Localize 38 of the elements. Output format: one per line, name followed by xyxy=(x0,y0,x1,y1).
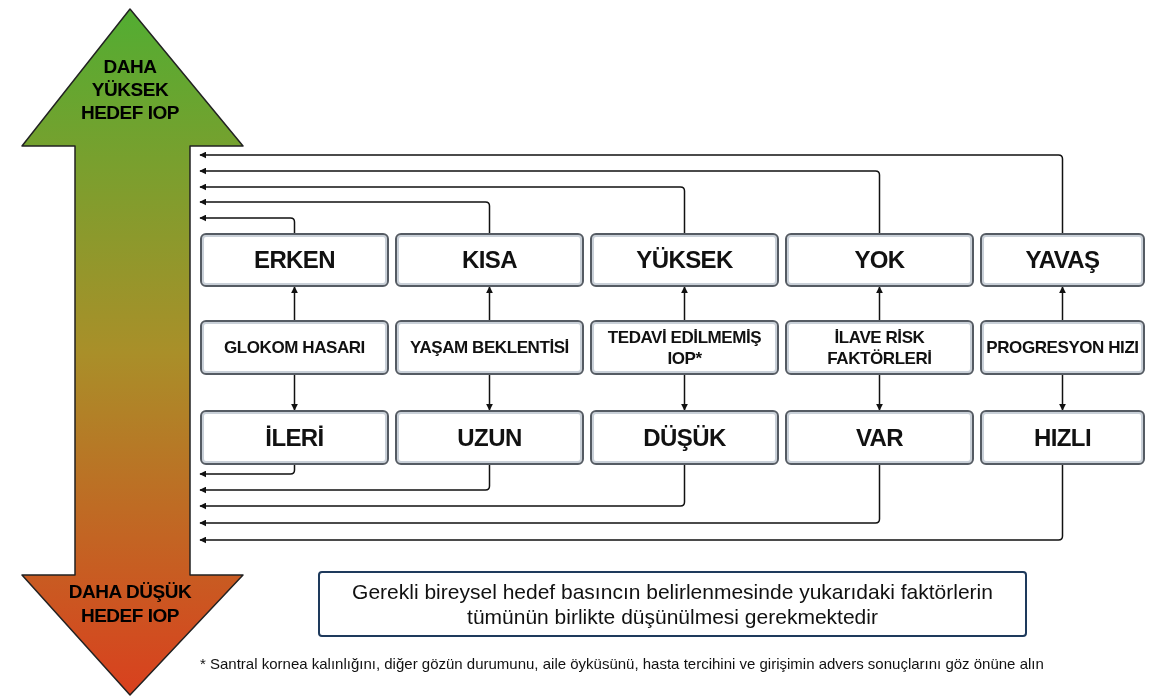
arrow xyxy=(199,151,1064,234)
arrow xyxy=(876,374,883,411)
factor-box: İLERİ xyxy=(200,410,389,465)
factor-box: YÜKSEK xyxy=(590,233,779,287)
factor-box: YAŞAM BEKLENTİSİ xyxy=(395,320,584,375)
arrow xyxy=(199,464,491,494)
factor-box: YAVAŞ xyxy=(980,233,1145,287)
arrow xyxy=(199,464,881,527)
arrow xyxy=(1059,374,1066,411)
arrow xyxy=(291,286,298,321)
arrow xyxy=(199,167,881,234)
arrow xyxy=(199,183,686,234)
factor-box: GLOKOM HASARI xyxy=(200,320,389,375)
note-box: Gerekli bireysel hedef basıncın belirlenmesinde yukarıdaki faktörlerin tümünün birlikte düşünülmesi gerekmektedir xyxy=(318,571,1027,637)
factor-box: KISA xyxy=(395,233,584,287)
factor-box: VAR xyxy=(785,410,974,465)
arrow xyxy=(486,286,493,321)
factor-box: PROGRESYON HIZI xyxy=(980,320,1145,375)
arrow xyxy=(199,464,1064,544)
arrow-label: DAHA YÜKSEK HEDEF IOP xyxy=(80,55,180,124)
footnote: * Santral kornea kalınlığını, diğer gözün durumunu, aile öyküsünü, hasta tercihini ve girişimin advers sonuçlarını göz önüne alın xyxy=(200,655,1045,672)
arrow xyxy=(199,464,296,478)
factor-box: İLAVE RİSK FAKTÖRLERİ xyxy=(785,320,974,375)
arrow xyxy=(876,286,883,321)
factor-box: YOK xyxy=(785,233,974,287)
factor-box: ERKEN xyxy=(200,233,389,287)
factor-box: UZUN xyxy=(395,410,584,465)
arrow xyxy=(681,286,688,321)
factor-box: HIZLI xyxy=(980,410,1145,465)
arrow xyxy=(681,374,688,411)
arrow xyxy=(1059,286,1066,321)
arrow xyxy=(199,464,686,510)
arrow-label: DAHA DÜŞÜK HEDEF IOP xyxy=(67,580,193,628)
arrow xyxy=(199,198,491,234)
arrow xyxy=(486,374,493,411)
arrow xyxy=(291,374,298,411)
factor-box: TEDAVİ EDİLMEMİŞ IOP* xyxy=(590,320,779,375)
factor-box: DÜŞÜK xyxy=(590,410,779,465)
